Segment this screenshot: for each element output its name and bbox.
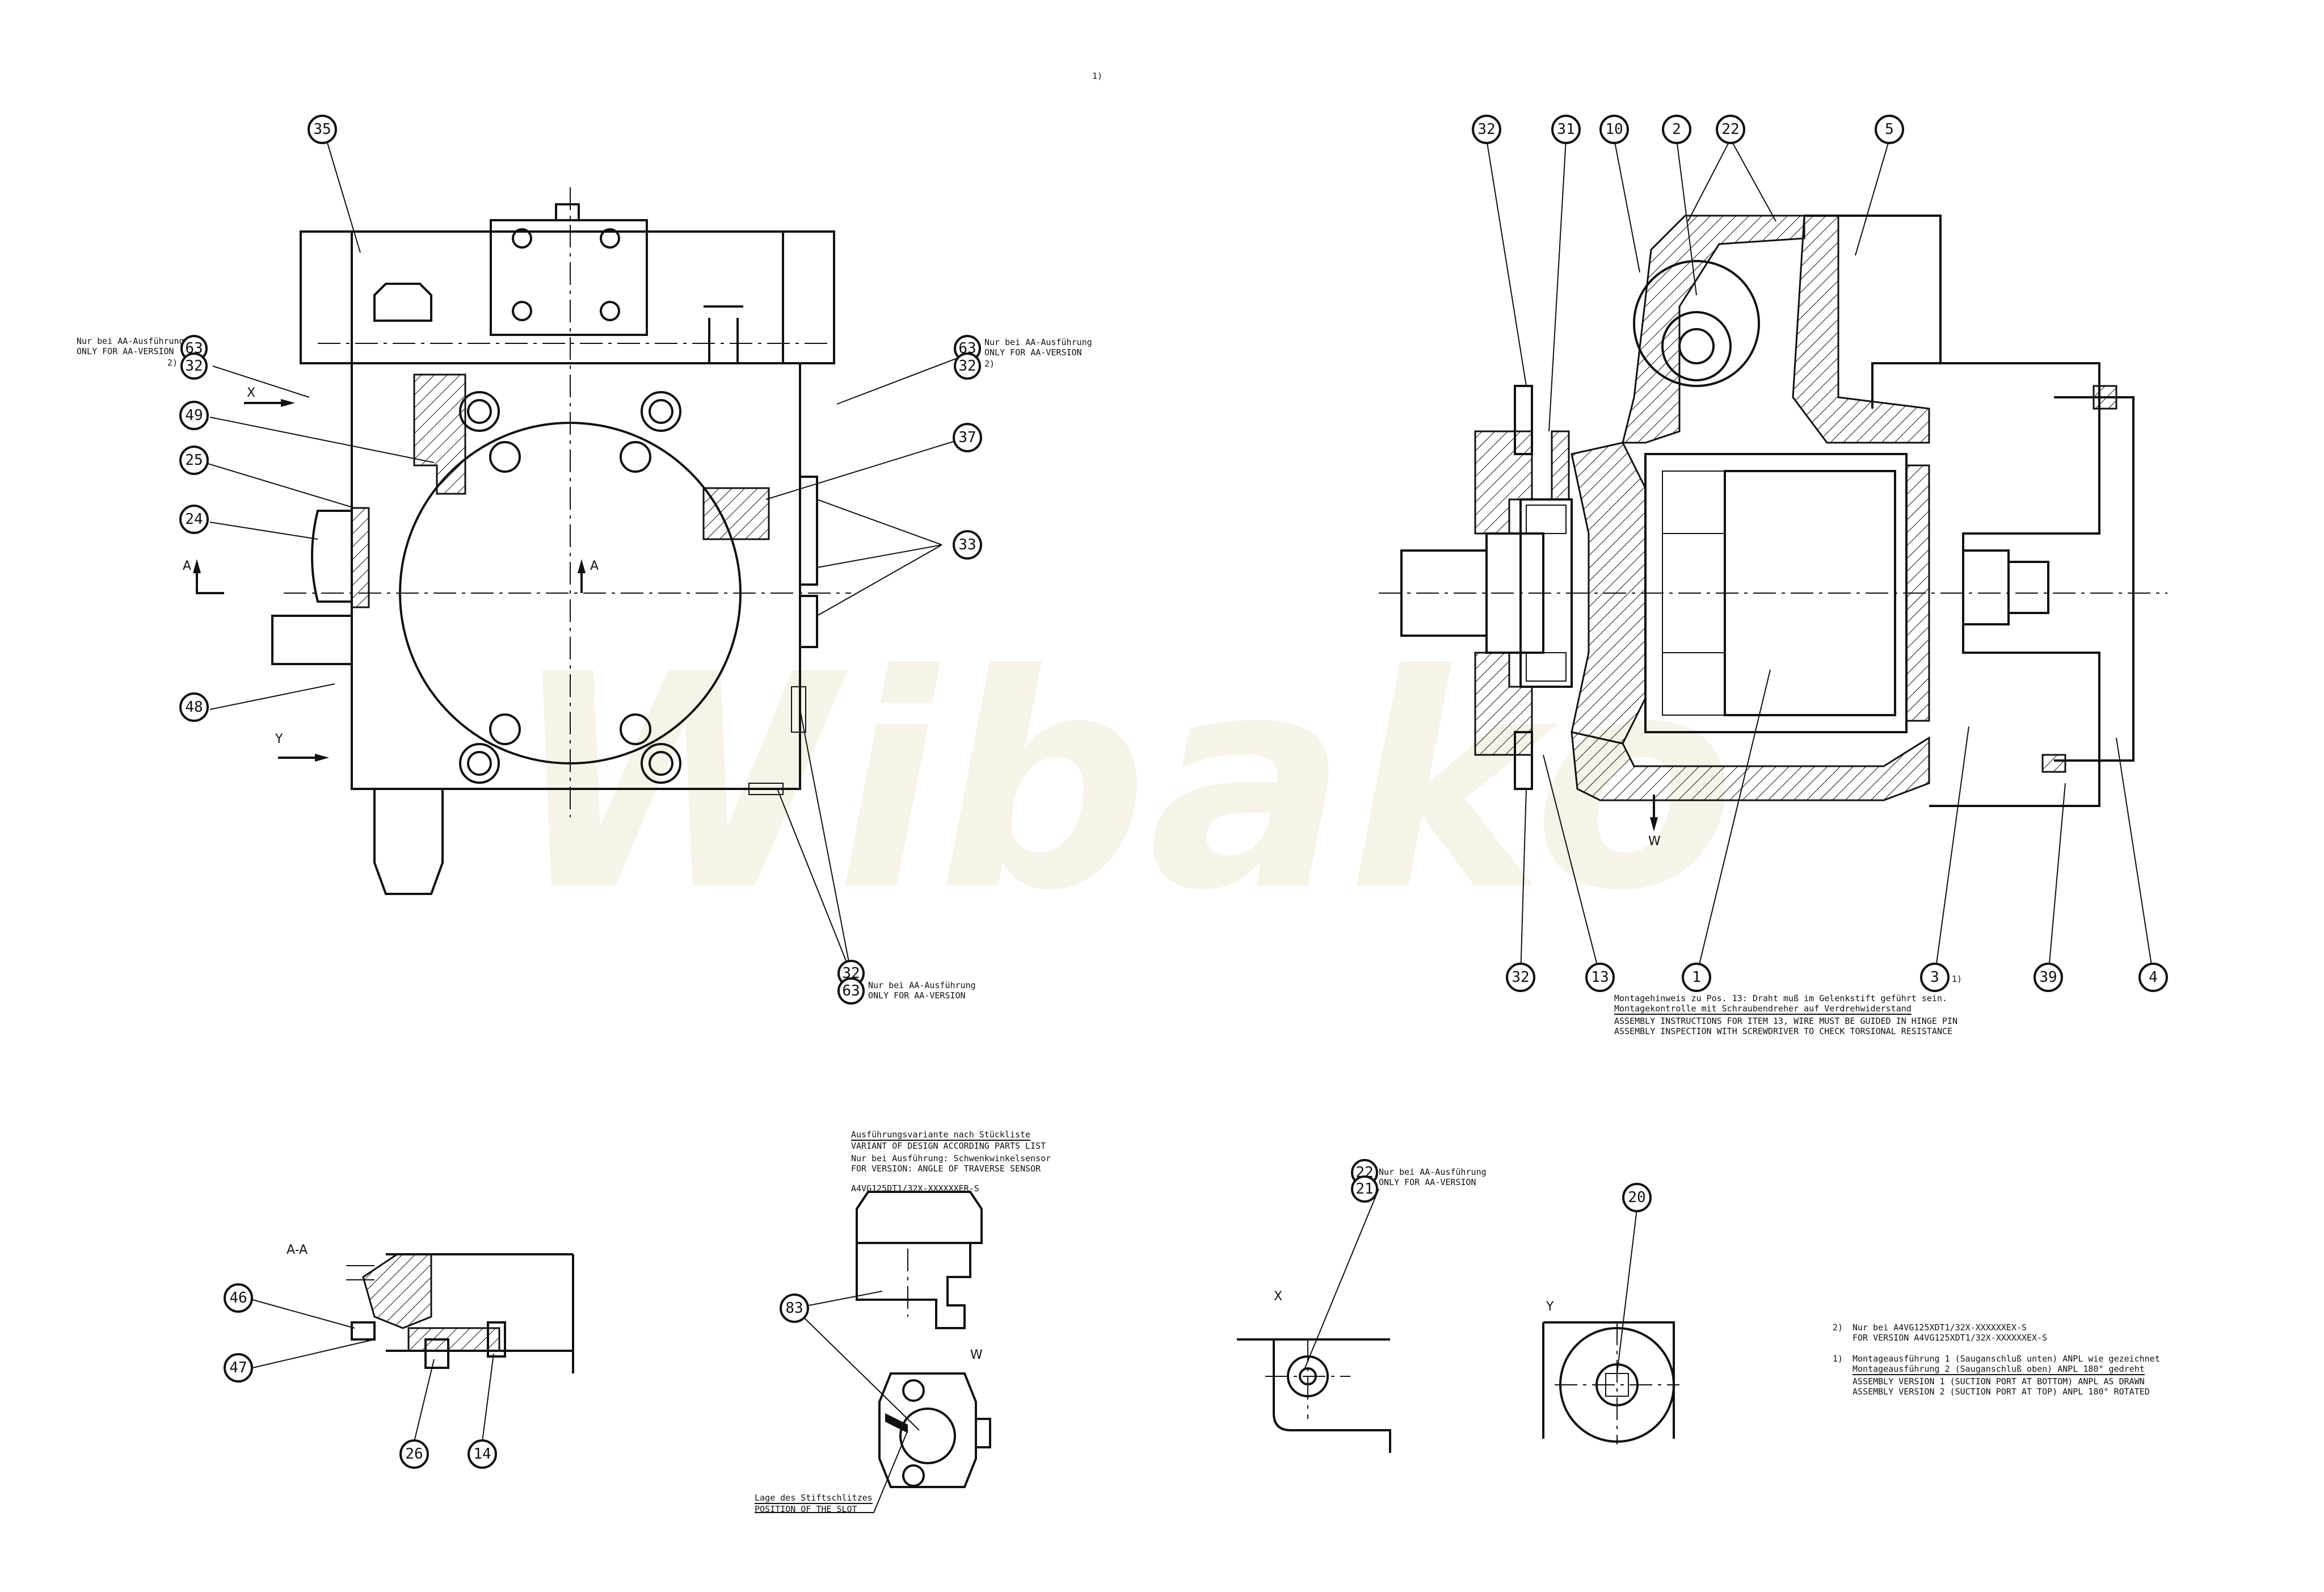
svg-text:32: 32 bbox=[1512, 969, 1529, 986]
svg-text:32: 32 bbox=[1477, 121, 1495, 138]
svg-text:2: 2 bbox=[1672, 121, 1681, 138]
angle-sensor-detail bbox=[755, 1191, 991, 1513]
section-arrow-a-center: A bbox=[590, 559, 599, 573]
aa-note-left-footnote: 2) bbox=[167, 358, 178, 368]
svg-text:37: 37 bbox=[958, 429, 976, 446]
assembly-note-de-2: Montagekontrolle mit Schraubendreher auf… bbox=[1614, 1003, 1912, 1015]
sheet-marker: 1) bbox=[1092, 71, 1103, 81]
view-w-label: W bbox=[970, 1348, 983, 1362]
svg-text:32: 32 bbox=[185, 358, 203, 375]
svg-text:24: 24 bbox=[185, 511, 203, 528]
aa-note-left-en: ONLY FOR AA-VERSION bbox=[77, 346, 174, 356]
flange-bolts bbox=[459, 391, 681, 784]
svg-text:26: 26 bbox=[405, 1446, 423, 1463]
svg-text:63: 63 bbox=[842, 982, 860, 999]
assembly-note-en-2: ASSEMBLY INSPECTION WITH SCREWDRIVER TO … bbox=[1614, 1026, 1953, 1036]
sensor-type-code: A4VG125DT1/32X-XXXXXXER-S bbox=[851, 1183, 979, 1194]
footnote-2-de: Nur bei A4VG125XDT1/32X-XXXXXXEX-S bbox=[1853, 1322, 2027, 1333]
balloons-right-view: 32 31 10 2 22 5 32 13 1 3 39 4 bbox=[1472, 115, 2168, 992]
balloons-view-y: 20 bbox=[1622, 1183, 1652, 1212]
footnote-1-en-1: ASSEMBLY VERSION 1 (SUCTION PORT AT BOTT… bbox=[1853, 1376, 2145, 1387]
item3-footnote: 1) bbox=[1952, 974, 1963, 984]
svg-text:13: 13 bbox=[1591, 969, 1609, 986]
view-arrow-x: X bbox=[247, 386, 256, 400]
svg-text:47: 47 bbox=[229, 1359, 247, 1376]
svg-text:32: 32 bbox=[958, 358, 976, 375]
svg-text:10: 10 bbox=[1605, 121, 1623, 138]
view-x bbox=[1237, 1188, 1391, 1453]
svg-text:3: 3 bbox=[1930, 969, 1939, 986]
footnote-1-de-2: Montageausführung 2 (Sauganschluß oben) … bbox=[1853, 1364, 2145, 1375]
footnote-1-de-1: Montageausführung 1 (Sauganschluß unten)… bbox=[1853, 1354, 2160, 1364]
section-a-a bbox=[252, 1253, 574, 1442]
svg-text:22: 22 bbox=[1721, 121, 1739, 138]
svg-text:49: 49 bbox=[185, 407, 203, 424]
footnote-1-en-2: ASSEMBLY VERSION 2 (SUCTION PORT AT TOP)… bbox=[1853, 1387, 2150, 1397]
aa-note-x-en: ONLY FOR AA-VERSION bbox=[1379, 1177, 1476, 1187]
right-view-section bbox=[1379, 138, 2167, 977]
balloons-left-view: 35 63 32 49 25 24 48 63 32 37 33 32 63 bbox=[179, 115, 982, 1005]
watermark: Wibako bbox=[511, 611, 1736, 955]
svg-text:31: 31 bbox=[1557, 121, 1574, 138]
aa-note-right-en: ONLY FOR AA-VERSION bbox=[984, 347, 1082, 358]
variant-note-en: VARIANT OF DESIGN ACCORDING PARTS LIST bbox=[851, 1141, 1046, 1151]
svg-text:39: 39 bbox=[2039, 969, 2057, 986]
svg-text:20: 20 bbox=[1628, 1189, 1645, 1206]
svg-text:33: 33 bbox=[958, 536, 976, 553]
svg-text:4: 4 bbox=[2149, 969, 2158, 986]
balloons-sensor: 83 bbox=[780, 1293, 809, 1323]
view-y bbox=[1542, 1208, 1679, 1444]
view-arrow-w: W bbox=[1648, 834, 1661, 848]
view-arrow-y: Y bbox=[275, 732, 283, 746]
balloons-section-a-a: 46 47 26 14 bbox=[224, 1283, 497, 1469]
section-arrow-a-left: A bbox=[183, 559, 192, 573]
assembly-note-de-1: Montagehinweis zu Pos. 13: Draht muß im … bbox=[1614, 993, 1947, 1003]
view-y-label: Y bbox=[1546, 1300, 1554, 1314]
slot-note-en: POSITION OF THE SLOT bbox=[755, 1504, 857, 1514]
variant-note-de: Ausführungsvariante nach Stückliste bbox=[851, 1129, 1031, 1141]
svg-text:48: 48 bbox=[185, 699, 203, 716]
aa-note-right-de: Nur bei AA-Ausführung bbox=[984, 337, 1092, 347]
sensor-note-en: FOR VERSION: ANGLE OF TRAVERSE SENSOR bbox=[851, 1163, 1041, 1174]
left-view-pump bbox=[193, 138, 959, 974]
balloons-view-x: 22 21 bbox=[1351, 1159, 1378, 1203]
assembly-note-en-1: ASSEMBLY INSTRUCTIONS FOR ITEM 13, WIRE … bbox=[1614, 1016, 1958, 1026]
footnote-2-mark: 2) bbox=[1833, 1322, 1843, 1333]
svg-text:25: 25 bbox=[185, 452, 203, 469]
slot-note-de: Lage des Stiftschlitzes bbox=[755, 1493, 873, 1504]
footnote-1-mark: 1) bbox=[1833, 1354, 1843, 1364]
aa-note-bottom-de: Nur bei AA-Ausführung bbox=[868, 980, 976, 990]
section-a-a-label: A-A bbox=[287, 1243, 308, 1257]
svg-text:14: 14 bbox=[473, 1446, 491, 1463]
footnote-2-en: FOR VERSION A4VG125XDT1/32X-XXXXXXEX-S bbox=[1853, 1333, 2048, 1343]
svg-text:83: 83 bbox=[785, 1300, 803, 1317]
svg-text:35: 35 bbox=[313, 121, 331, 138]
aa-note-right-footnote: 2) bbox=[984, 359, 995, 369]
aa-note-bottom-en: ONLY FOR AA-VERSION bbox=[868, 990, 966, 1001]
svg-text:1: 1 bbox=[1692, 969, 1701, 986]
view-x-label: X bbox=[1274, 1289, 1283, 1304]
sensor-note-de: Nur bei Ausführung: Schwenkwinkelsensor bbox=[851, 1153, 1051, 1163]
svg-text:5: 5 bbox=[1885, 121, 1894, 138]
svg-text:46: 46 bbox=[229, 1289, 247, 1307]
aa-note-left-de: Nur bei AA-Ausführung bbox=[77, 336, 184, 346]
aa-note-x-de: Nur bei AA-Ausführung bbox=[1379, 1167, 1487, 1177]
svg-text:21: 21 bbox=[1355, 1181, 1373, 1198]
